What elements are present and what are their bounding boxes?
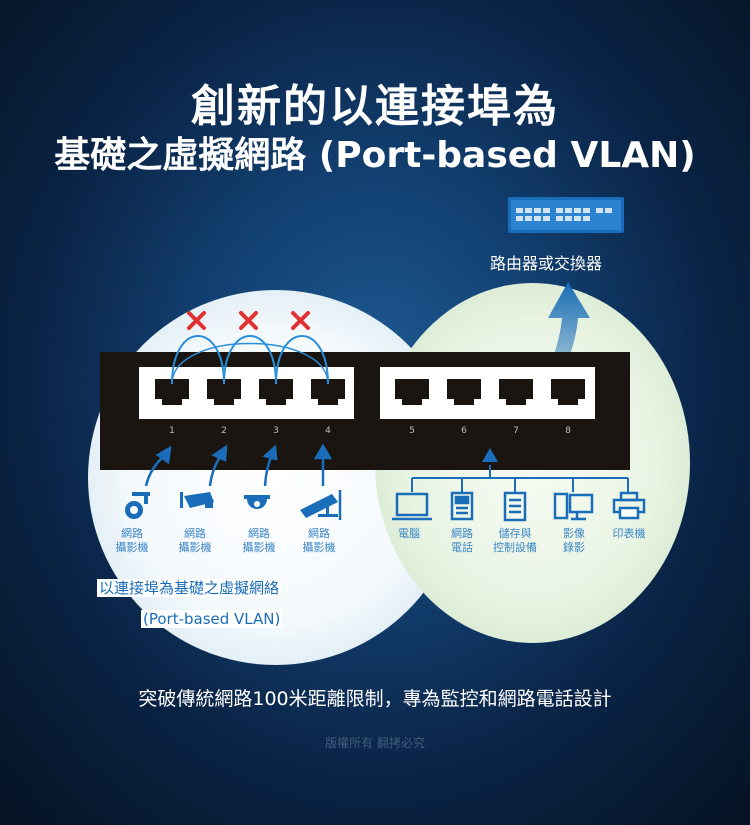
router-label: 路由器或交換器 [490,254,603,273]
vlan-caption-line-1: 以連接埠為基礎之虛擬網絡 [97,579,282,597]
dome-camera-icon [125,492,150,519]
up-arrow-icon [482,448,498,462]
port-number: 7 [513,426,519,436]
camera-label: 網路攝影機 [302,527,336,554]
port-number: 8 [565,426,571,436]
ceiling-dome-camera-icon [244,495,270,509]
title-line-1: 創新的以連接埠為 [191,81,559,132]
device-tree [411,465,629,492]
device-label-recorder: 影像錄影 [563,527,585,554]
device-label-phone: 網路電話 [451,527,473,554]
title-line-2: 基礎之虛擬網路 (Port-based VLAN) [54,135,696,176]
video-recorder-icon [553,492,594,521]
description: 突破傳統網路100米距離限制，專為監控和網路電話設計 [138,688,612,710]
port-number: 3 [273,426,279,436]
computer-icon [392,492,432,521]
printer-icon [612,491,646,520]
camera-arrows [144,443,333,487]
vlan-caption-line-2: (Port-based VLAN) [141,610,283,628]
blocked-links [171,335,329,385]
port-number: 2 [221,426,227,436]
ip-phone-icon [450,491,474,521]
cross-icon [187,311,310,330]
port-number: 5 [409,426,415,436]
device-label-computer: 電腦 [398,527,420,540]
device-label-storage: 儲存與控制設備 [493,527,537,554]
device-label-printer: 印表機 [612,527,646,540]
box-camera-icon [300,490,342,520]
camera-label: 網路攝影機 [115,527,149,554]
port-number: 4 [325,426,331,436]
port-number: 6 [461,426,467,436]
camera-label: 網路攝影機 [242,527,276,554]
camera-label: 網路攝影機 [178,527,212,554]
bullet-camera-icon [180,492,214,508]
copyright: 版權所有 翻拷必究 [325,736,425,750]
router-icon [508,197,624,233]
storage-icon [503,491,527,522]
vlan-caption: 以連接埠為基礎之虛擬網絡 (Port-based VLAN) [97,577,283,628]
port-number: 1 [169,426,175,436]
